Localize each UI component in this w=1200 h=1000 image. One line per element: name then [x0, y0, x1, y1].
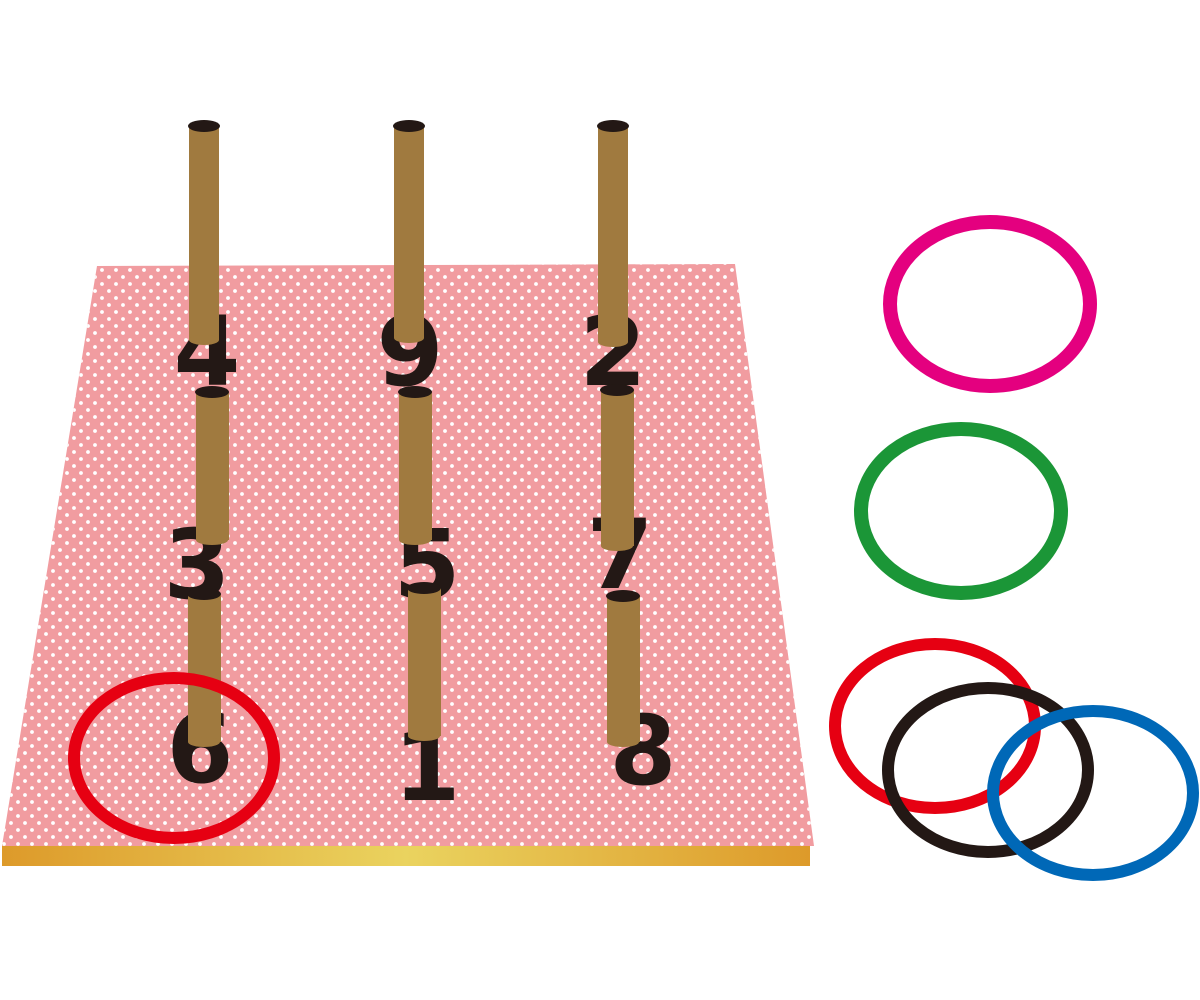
- ring-blue[interactable]: [987, 705, 1199, 881]
- peg-base: [196, 535, 228, 545]
- ring-on-peg-6[interactable]: [68, 672, 280, 844]
- peg-6[interactable]: [187, 588, 221, 747]
- peg-stick: [399, 392, 432, 540]
- peg-stick: [598, 126, 628, 342]
- peg-stick: [408, 588, 441, 736]
- peg-stick: [196, 392, 229, 540]
- peg-base: [607, 737, 639, 747]
- peg-7[interactable]: [600, 384, 634, 551]
- peg-stick: [601, 390, 634, 546]
- peg-1[interactable]: [407, 582, 441, 741]
- board-edge: [2, 844, 810, 866]
- ring-magenta[interactable]: [883, 215, 1097, 393]
- peg-stick: [189, 126, 219, 340]
- peg-cap: [597, 120, 629, 132]
- peg-cap: [195, 386, 229, 398]
- peg-base: [394, 333, 424, 343]
- peg-base: [188, 737, 220, 747]
- peg-4[interactable]: [188, 120, 220, 345]
- peg-cap: [407, 582, 441, 594]
- loose-rings: [829, 215, 1199, 881]
- peg-base: [601, 541, 633, 551]
- peg-stick: [188, 594, 221, 742]
- peg-cap: [398, 386, 432, 398]
- peg-8[interactable]: [606, 590, 640, 747]
- peg-base: [399, 535, 431, 545]
- peg-numbers: 4 9 2 3 5 7 6 1 8: [164, 296, 677, 823]
- ring-green[interactable]: [854, 422, 1068, 600]
- peg-cap: [600, 384, 634, 396]
- peg-3[interactable]: [195, 386, 229, 545]
- peg-stick: [394, 126, 424, 338]
- peg-stick: [607, 596, 640, 742]
- peg-2[interactable]: [597, 120, 629, 347]
- peg-cap: [393, 120, 425, 132]
- ring-black[interactable]: [882, 682, 1094, 858]
- peg-cap: [188, 120, 220, 132]
- peg-cap: [187, 588, 221, 600]
- peg-5[interactable]: [398, 386, 432, 545]
- peg-base: [189, 335, 219, 345]
- pegs: [187, 120, 640, 747]
- peg-base: [408, 731, 440, 741]
- ring-red[interactable]: [829, 638, 1041, 814]
- peg-9[interactable]: [393, 120, 425, 343]
- peg-cap: [606, 590, 640, 602]
- peg-base: [598, 337, 628, 347]
